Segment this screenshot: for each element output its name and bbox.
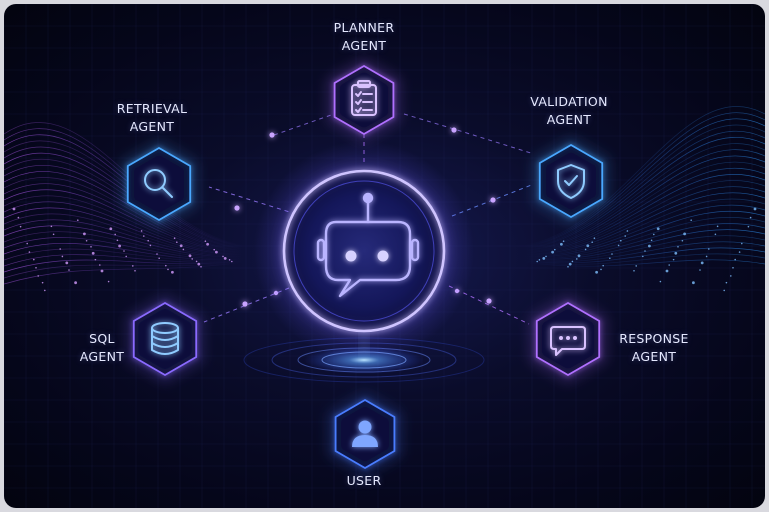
- connector-retrieval-top: [273, 113, 335, 136]
- right-wave: [523, 106, 765, 292]
- retrieval-line1: RETRIEVAL: [116, 101, 188, 116]
- user-line1: USER: [346, 473, 382, 488]
- response-line2: AGENT: [631, 349, 677, 364]
- connector-validation: [451, 183, 535, 217]
- validation-line2: AGENT: [546, 112, 592, 127]
- retrieval-line2: AGENT: [129, 119, 175, 134]
- connector-retrieval: [208, 186, 297, 215]
- node-response: [530, 296, 606, 382]
- user-icon: [352, 420, 378, 447]
- central-hub: [254, 141, 474, 361]
- chat-bubble-icon: [550, 326, 586, 356]
- label-response: RESPONSE AGENT: [604, 330, 704, 366]
- shield-check-icon: [557, 164, 585, 199]
- diagram-canvas: [4, 4, 765, 508]
- validation-line1: VALIDATION: [530, 94, 608, 109]
- response-line1: RESPONSE: [619, 331, 689, 346]
- node-sql: [127, 296, 203, 382]
- planner-line1: PLANNER: [333, 20, 395, 35]
- agent-diagram: PLANNER AGENT RETRIEVAL AGENT VALIDATION…: [4, 4, 765, 508]
- node-planner: [328, 59, 400, 141]
- clipboard-checklist-icon: [351, 80, 377, 116]
- sql-line1: SQL: [89, 331, 115, 346]
- label-user: USER: [324, 472, 404, 490]
- node-validation: [533, 138, 609, 224]
- robot-chat-icon: [316, 192, 420, 298]
- left-wave: [4, 122, 245, 292]
- planner-line2: AGENT: [341, 38, 387, 53]
- connector-validation-top: [403, 113, 535, 155]
- label-validation: VALIDATION AGENT: [514, 93, 624, 129]
- label-sql: SQL AGENT: [62, 330, 142, 366]
- node-user: [329, 393, 401, 475]
- magnifier-icon: [144, 169, 173, 198]
- sql-line2: AGENT: [79, 349, 125, 364]
- label-retrieval: RETRIEVAL AGENT: [102, 100, 202, 136]
- label-planner: PLANNER AGENT: [314, 19, 414, 55]
- database-icon: [151, 322, 179, 355]
- connector-response: [448, 285, 530, 325]
- node-retrieval: [121, 141, 197, 227]
